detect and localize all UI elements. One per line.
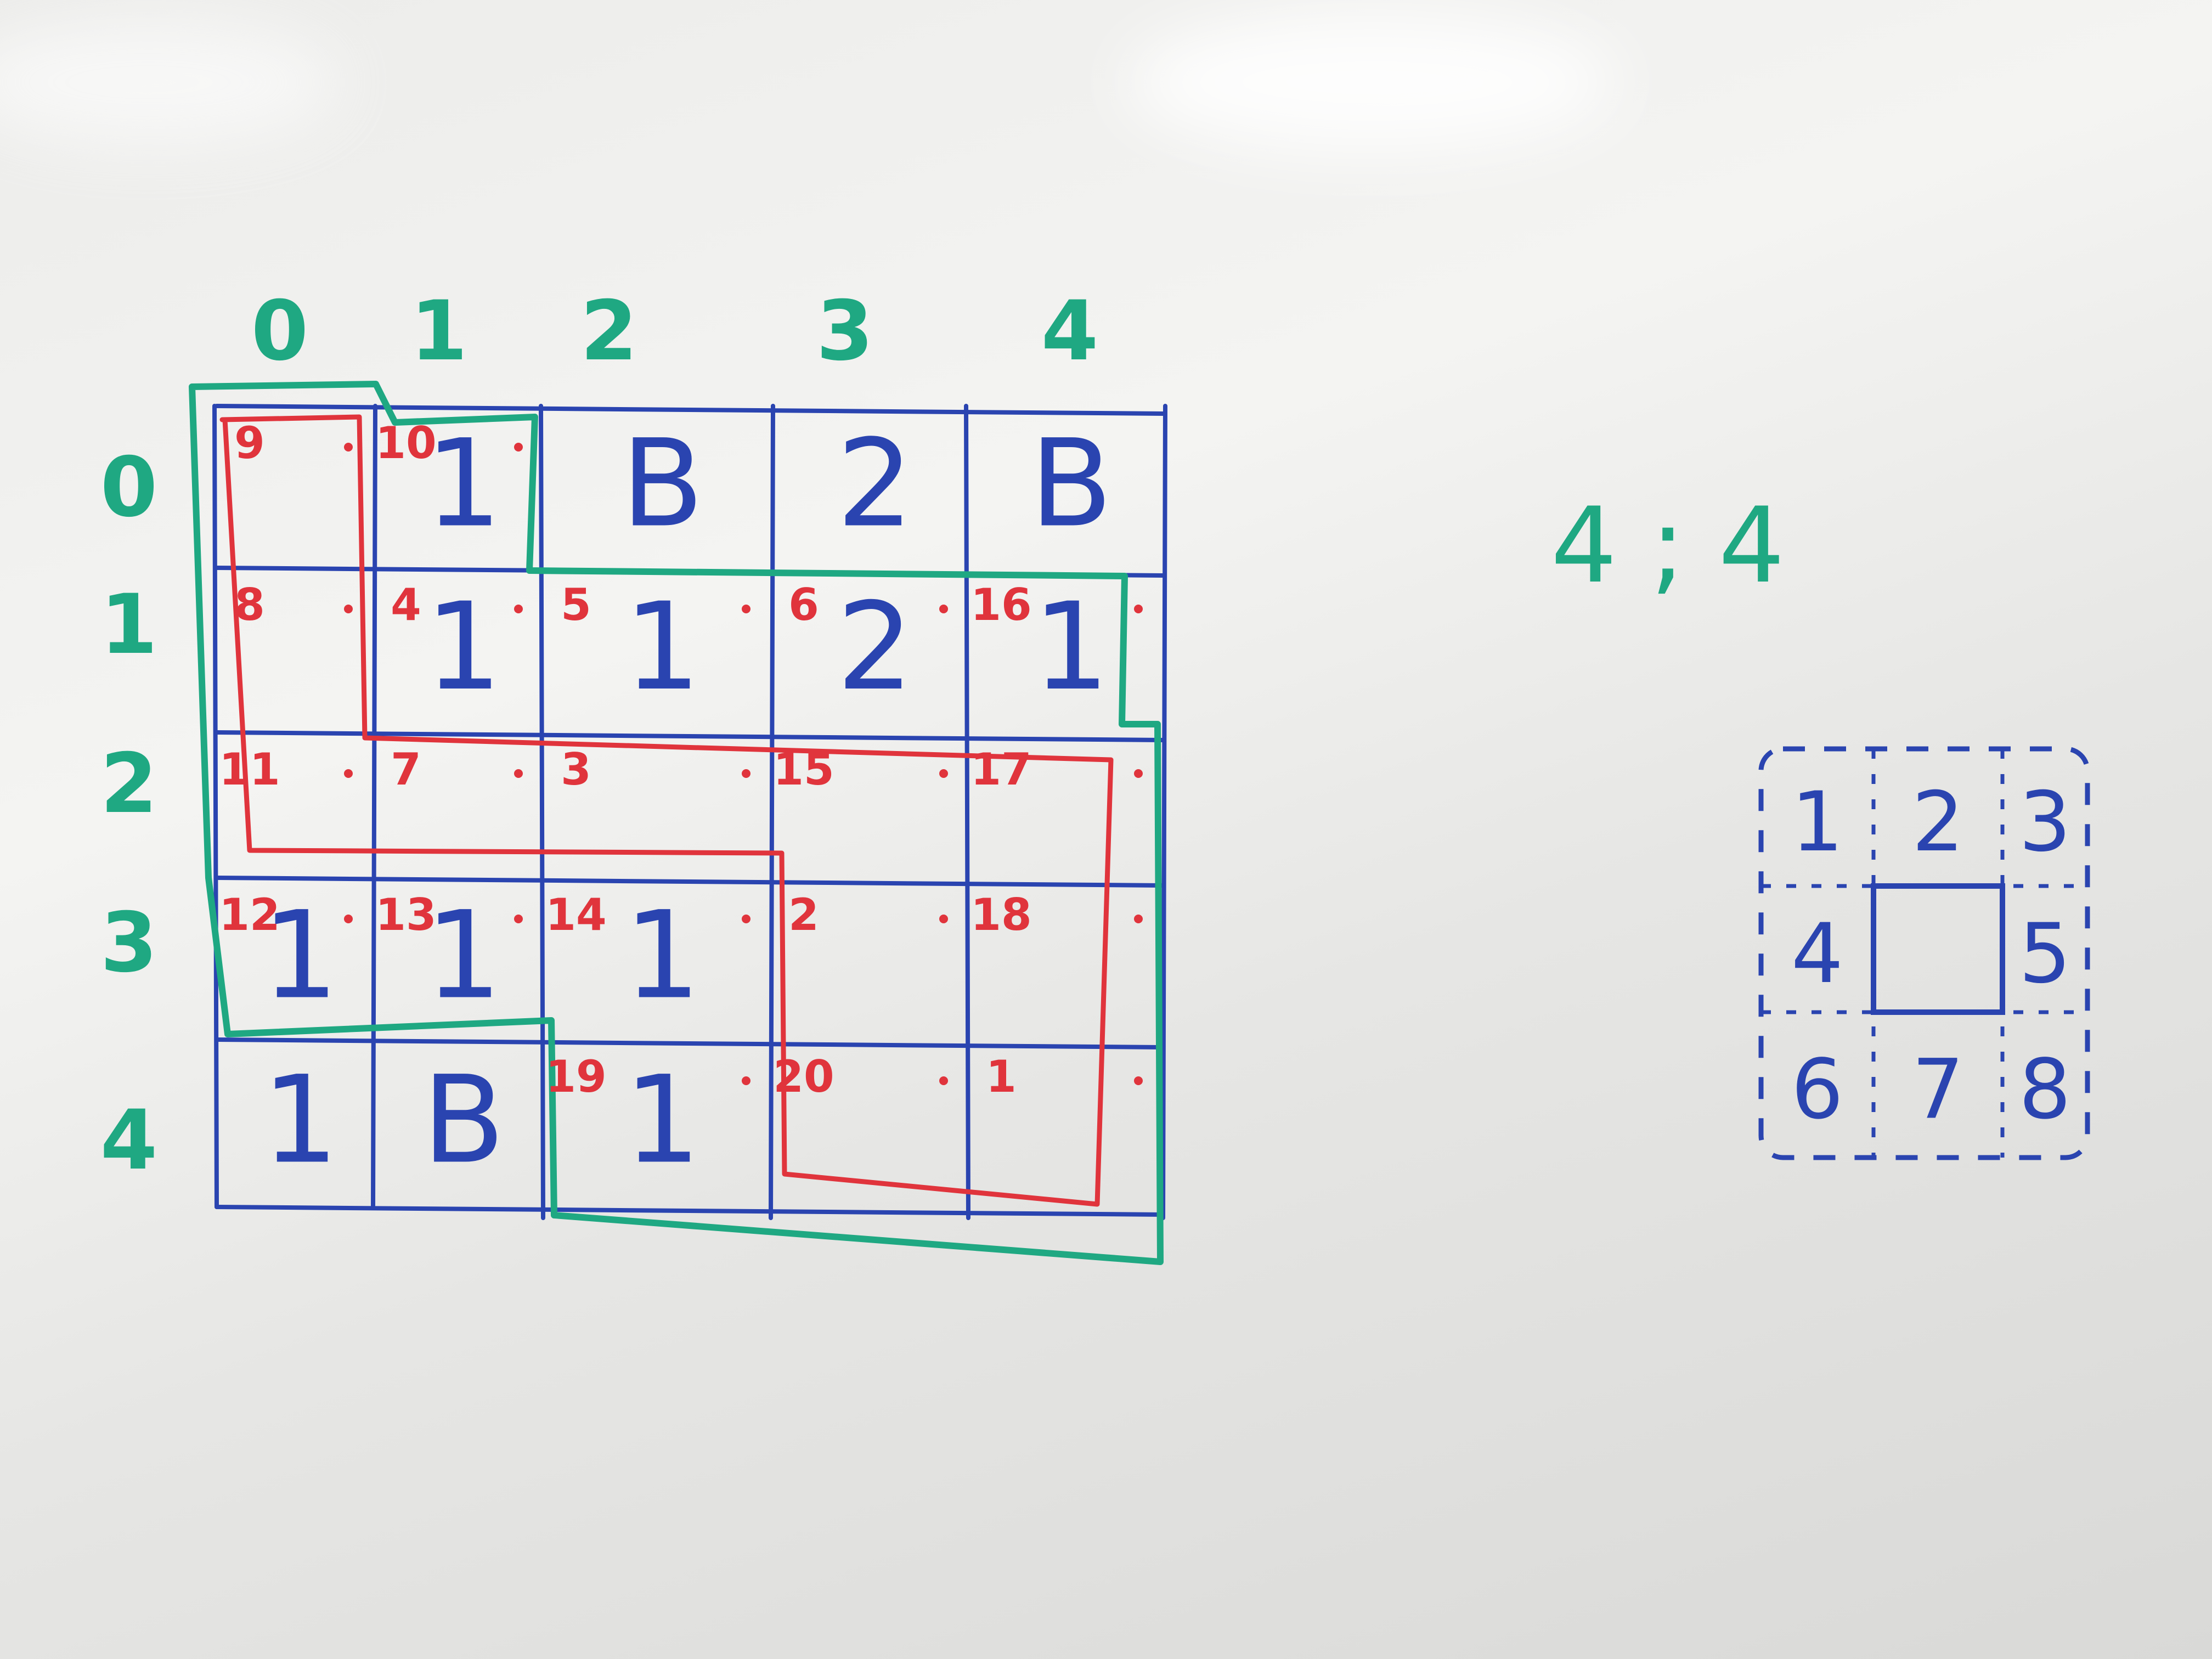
grid-row-line bbox=[215, 404, 1165, 416]
neighbor-number: 7 bbox=[1912, 1042, 1964, 1138]
cell-value: 1 bbox=[425, 577, 502, 717]
neighbor-outer-box bbox=[1758, 746, 2090, 1160]
red-dot bbox=[514, 915, 523, 923]
cell-value: 1 bbox=[262, 885, 339, 1026]
red-dot bbox=[514, 443, 523, 452]
cell-value: 2 bbox=[837, 577, 913, 717]
red-dot bbox=[939, 605, 948, 613]
column-header: 0 bbox=[251, 284, 308, 379]
light-glare bbox=[0, 22, 340, 143]
red-dot bbox=[344, 915, 353, 923]
row-header: 2 bbox=[100, 736, 157, 832]
red-dot bbox=[742, 1076, 751, 1085]
red-dot bbox=[1134, 1076, 1143, 1085]
red-dot bbox=[344, 605, 353, 613]
visit-order-number: 2 bbox=[788, 889, 819, 940]
neighbor-number: 2 bbox=[1912, 775, 1964, 870]
red-dot bbox=[344, 769, 353, 778]
visit-order-number: 19 bbox=[545, 1051, 606, 1102]
cell-value: 1 bbox=[624, 577, 701, 717]
grid-column-line bbox=[1161, 404, 1167, 1220]
column-header: 4 bbox=[1041, 284, 1098, 379]
visit-order-number: 15 bbox=[773, 744, 834, 795]
visit-order-number: 4 bbox=[391, 579, 421, 630]
visit-order-number: 11 bbox=[219, 744, 280, 795]
grid-column-line bbox=[212, 404, 219, 1209]
visit-order-number: 13 bbox=[375, 889, 436, 940]
grid-row-line bbox=[215, 1205, 1165, 1217]
red-dot bbox=[939, 915, 948, 923]
grid-row-line bbox=[215, 1037, 1165, 1049]
position-label: 4 ; 4 bbox=[1551, 485, 1785, 606]
visit-order-number: 1 bbox=[986, 1051, 1017, 1102]
visit-order-number: 6 bbox=[788, 579, 819, 630]
red-dot bbox=[742, 769, 751, 778]
red-dot bbox=[514, 605, 523, 613]
cell-value: 1 bbox=[425, 885, 502, 1026]
visit-order-number: 7 bbox=[391, 744, 421, 795]
red-dot bbox=[742, 605, 751, 613]
grid-column-line bbox=[371, 404, 377, 1209]
row-header: 1 bbox=[100, 577, 157, 673]
grid-column-line bbox=[539, 404, 545, 1220]
visit-order-number: 10 bbox=[375, 417, 436, 469]
grid-column-line bbox=[964, 404, 970, 1220]
cell-value: 1 bbox=[1033, 577, 1110, 717]
cell-value: 1 bbox=[624, 1050, 701, 1190]
red-dot bbox=[939, 769, 948, 778]
red-dot bbox=[1134, 605, 1143, 613]
red-dot bbox=[514, 769, 523, 778]
cell-value: B bbox=[422, 1050, 505, 1190]
visit-order-number: 14 bbox=[545, 889, 606, 940]
green-outline bbox=[189, 381, 1164, 1265]
neighbor-number: 3 bbox=[2019, 775, 2071, 870]
visit-order-number: 16 bbox=[970, 579, 1031, 630]
visit-order-number: 5 bbox=[561, 579, 591, 630]
cell-value: 2 bbox=[837, 414, 913, 554]
neighbor-number: 1 bbox=[1791, 775, 1843, 870]
cell-value: 1 bbox=[262, 1050, 339, 1190]
cell-value: B bbox=[1030, 414, 1113, 554]
column-header: 1 bbox=[410, 284, 467, 379]
grid-column-line bbox=[769, 404, 775, 1220]
cell-value: 1 bbox=[425, 414, 502, 554]
red-dot bbox=[344, 443, 353, 452]
cell-value: B bbox=[621, 414, 704, 554]
neighbor-number: 8 bbox=[2019, 1042, 2071, 1138]
visit-order-number: 8 bbox=[234, 579, 265, 630]
column-headers: 0 1 2 3 4 bbox=[251, 284, 1098, 379]
visit-order-number: 18 bbox=[970, 889, 1031, 940]
row-header: 3 bbox=[100, 895, 157, 991]
red-dot bbox=[1134, 915, 1143, 923]
red-outline bbox=[219, 414, 1114, 1207]
neighbor-number: 4 bbox=[1791, 906, 1843, 1002]
red-dot bbox=[939, 1076, 948, 1085]
center-cell-box bbox=[1871, 883, 2005, 1015]
column-header: 3 bbox=[816, 284, 873, 379]
red-dot bbox=[1134, 769, 1143, 778]
neighbor-number: 6 bbox=[1791, 1042, 1843, 1138]
column-header: 2 bbox=[580, 284, 637, 379]
light-glare bbox=[1125, 11, 1618, 154]
grid-row-line bbox=[215, 876, 1165, 888]
visit-order-number: 9 bbox=[234, 417, 265, 469]
red-dot bbox=[742, 915, 751, 923]
visit-order-number: 12 bbox=[219, 889, 280, 940]
visit-order-number: 17 bbox=[970, 744, 1031, 795]
green-outline-path bbox=[189, 381, 1164, 1265]
visit-order-number: 20 bbox=[773, 1051, 834, 1102]
row-headers: 0 1 2 3 4 bbox=[100, 440, 157, 1188]
cell-value: 1 bbox=[624, 885, 701, 1026]
grid-row-line bbox=[215, 730, 1165, 742]
red-outline-path bbox=[219, 414, 1114, 1207]
visit-order-number: 3 bbox=[561, 744, 591, 795]
row-header: 4 bbox=[100, 1093, 157, 1188]
neighbor-number: 5 bbox=[2019, 906, 2071, 1002]
row-header: 0 bbox=[100, 440, 157, 535]
